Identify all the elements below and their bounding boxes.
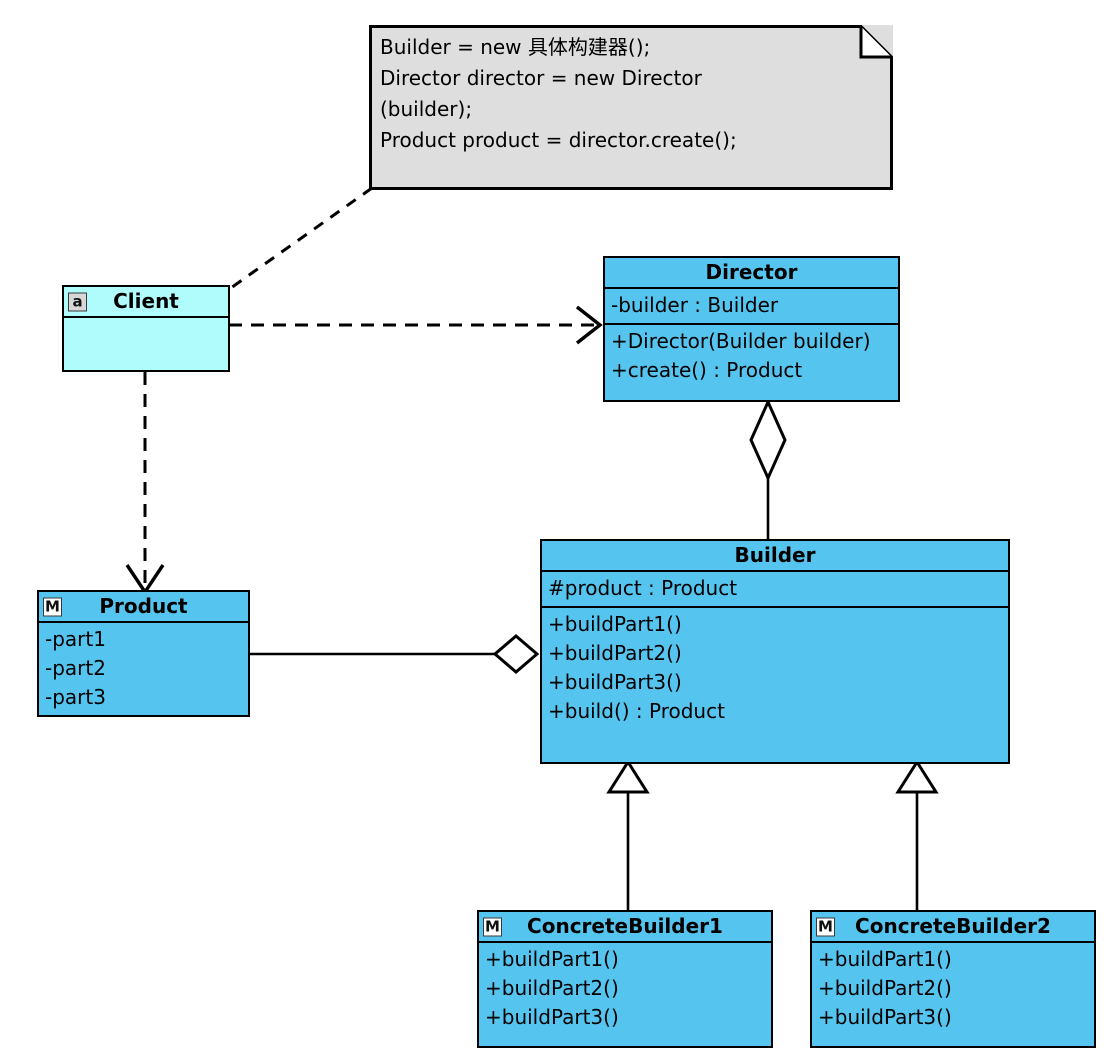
arrowhead-open-client-product (125, 564, 165, 596)
stereotype-badge-actor-icon: a (68, 292, 87, 311)
operation-row: +buildPart3() (485, 1005, 619, 1029)
class-attributes-product: -part1 -part2 -part3 (39, 621, 248, 715)
class-attributes-director: -builder : Builder (605, 287, 898, 323)
class-title-concretebuilder2: M ConcreteBuilder2 (812, 912, 1094, 941)
class-name-concretebuilder2: ConcreteBuilder2 (855, 914, 1051, 938)
class-members-client (64, 316, 228, 370)
diamond-hollow-director (749, 398, 787, 482)
operation-row: +buildPart2() (548, 641, 682, 665)
class-name-director: Director (705, 260, 798, 284)
operation-row: +Director(Builder builder) (611, 329, 871, 353)
operation-row: +buildPart3() (818, 1005, 952, 1029)
attribute-row: -part1 (45, 627, 106, 651)
class-box-product[interactable]: M Product -part1 -part2 -part3 (37, 590, 250, 717)
operation-row: +buildPart1() (485, 947, 619, 971)
class-operations-director: +Director(Builder builder) +create() : P… (605, 323, 898, 400)
class-name-product: Product (99, 594, 188, 618)
operation-row: +build() : Product (548, 699, 725, 723)
class-title-client: a Client (64, 287, 228, 316)
operation-row: +buildPart2() (818, 976, 952, 1000)
note-comment: Builder = new 具体构建器(); Director director… (369, 25, 893, 190)
class-title-concretebuilder1: M ConcreteBuilder1 (479, 912, 771, 941)
attribute-row: -part2 (45, 656, 106, 680)
operation-row: +create() : Product (611, 358, 803, 382)
triangle-hollow-builder-cb1 (606, 759, 650, 794)
stereotype-badge-model-icon: M (43, 597, 62, 616)
class-name-concretebuilder1: ConcreteBuilder1 (527, 914, 723, 938)
class-box-director[interactable]: Director -builder : Builder +Director(Bu… (603, 256, 900, 402)
operation-row: +buildPart1() (818, 947, 952, 971)
class-operations-concretebuilder2: +buildPart1() +buildPart2() +buildPart3(… (812, 941, 1094, 1046)
class-title-director: Director (605, 258, 898, 287)
stereotype-badge-model-icon: M (816, 917, 835, 936)
class-box-concretebuilder2[interactable]: M ConcreteBuilder2 +buildPart1() +buildP… (810, 910, 1096, 1048)
arrowhead-open-client-director (575, 305, 603, 345)
operation-row: +buildPart1() (548, 612, 682, 636)
class-name-client: Client (113, 289, 179, 313)
note-shape (369, 25, 893, 190)
class-name-builder: Builder (734, 543, 816, 567)
class-title-product: M Product (39, 592, 248, 621)
class-attributes-builder: #product : Product (542, 570, 1008, 606)
class-operations-builder: +buildPart1() +buildPart2() +buildPart3(… (542, 606, 1008, 762)
class-operations-concretebuilder1: +buildPart1() +buildPart2() +buildPart3(… (479, 941, 771, 1046)
attribute-row: #product : Product (548, 576, 738, 600)
triangle-hollow-builder-cb2 (895, 759, 939, 794)
class-box-concretebuilder1[interactable]: M ConcreteBuilder1 +buildPart1() +buildP… (477, 910, 773, 1048)
note-text: Builder = new 具体构建器(); Director director… (380, 35, 737, 152)
stereotype-badge-model-icon: M (483, 917, 502, 936)
attribute-row: -builder : Builder (611, 293, 779, 317)
operation-row: +buildPart3() (548, 670, 682, 694)
attribute-row: -part3 (45, 685, 106, 709)
class-box-builder[interactable]: Builder #product : Product +buildPart1()… (540, 539, 1010, 764)
edge-note-to-client (227, 186, 373, 292)
class-box-client[interactable]: a Client (62, 285, 230, 372)
operation-row: +buildPart2() (485, 976, 619, 1000)
class-title-builder: Builder (542, 541, 1008, 570)
diamond-hollow-builder (492, 634, 540, 674)
